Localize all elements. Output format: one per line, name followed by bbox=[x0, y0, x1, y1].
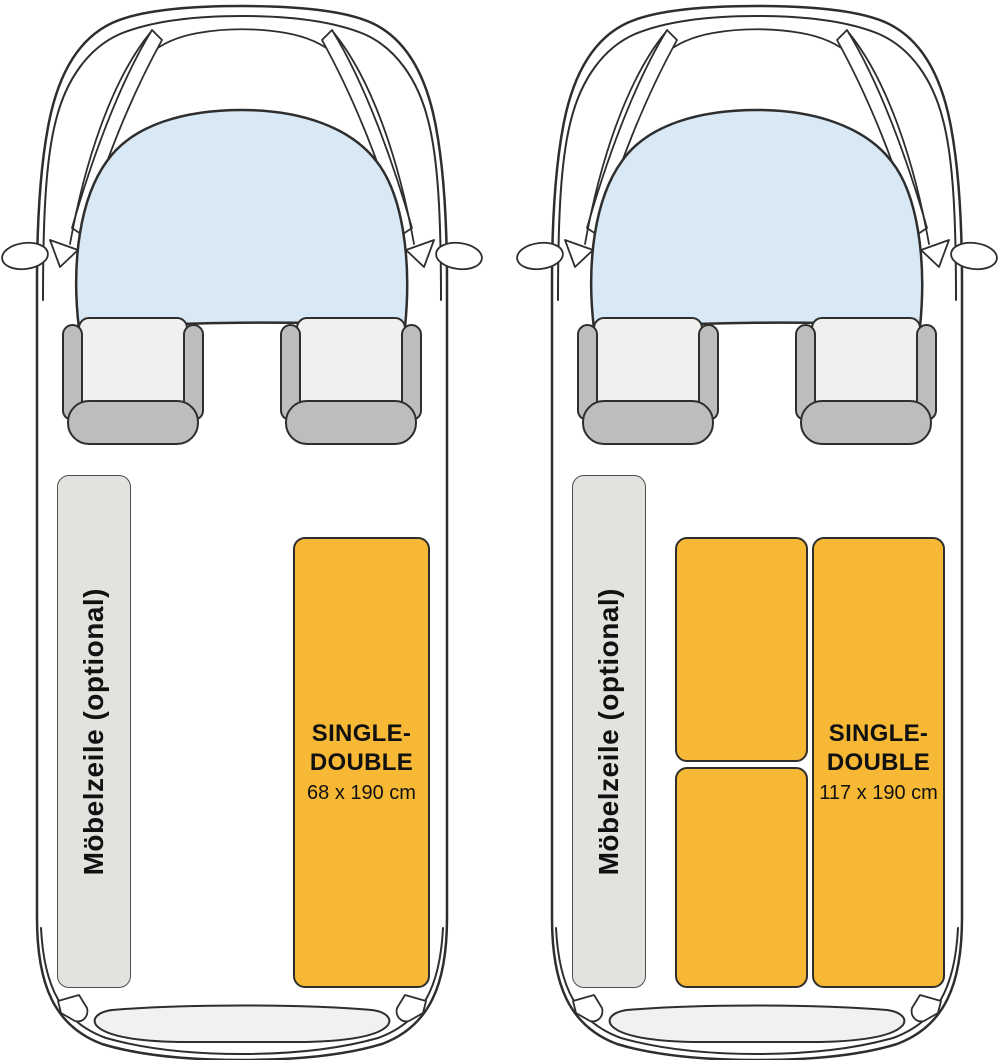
bed-van1-dimensions: 68 x 190 cm bbox=[307, 781, 416, 804]
bed-van1: SINGLE- DOUBLE 68 x 190 cm bbox=[293, 537, 430, 988]
bed-van2-title-line1: SINGLE- bbox=[828, 720, 929, 748]
bed-van2-panel-right: SINGLE- DOUBLE 117 x 190 cm bbox=[812, 537, 945, 988]
bed-van2-dimensions: 117 x 190 cm bbox=[819, 781, 938, 804]
furniture-strip-van2: Möbelzeile (optional) bbox=[572, 475, 646, 988]
bed-van2-panel-bottom-left bbox=[675, 767, 808, 988]
furniture-strip-label-van2: Möbelzeile (optional) bbox=[593, 587, 624, 876]
bed-van1-title-line1: SINGLE- bbox=[311, 720, 412, 748]
furniture-strip-van1: Möbelzeile (optional) bbox=[57, 475, 131, 988]
bed-van2-title-line2: DOUBLE bbox=[826, 749, 931, 776]
bed-van1-title-line2: DOUBLE bbox=[309, 749, 414, 776]
bed-van2-panel-top-left bbox=[675, 537, 808, 762]
furniture-strip-label-van1: Möbelzeile (optional) bbox=[78, 587, 109, 876]
